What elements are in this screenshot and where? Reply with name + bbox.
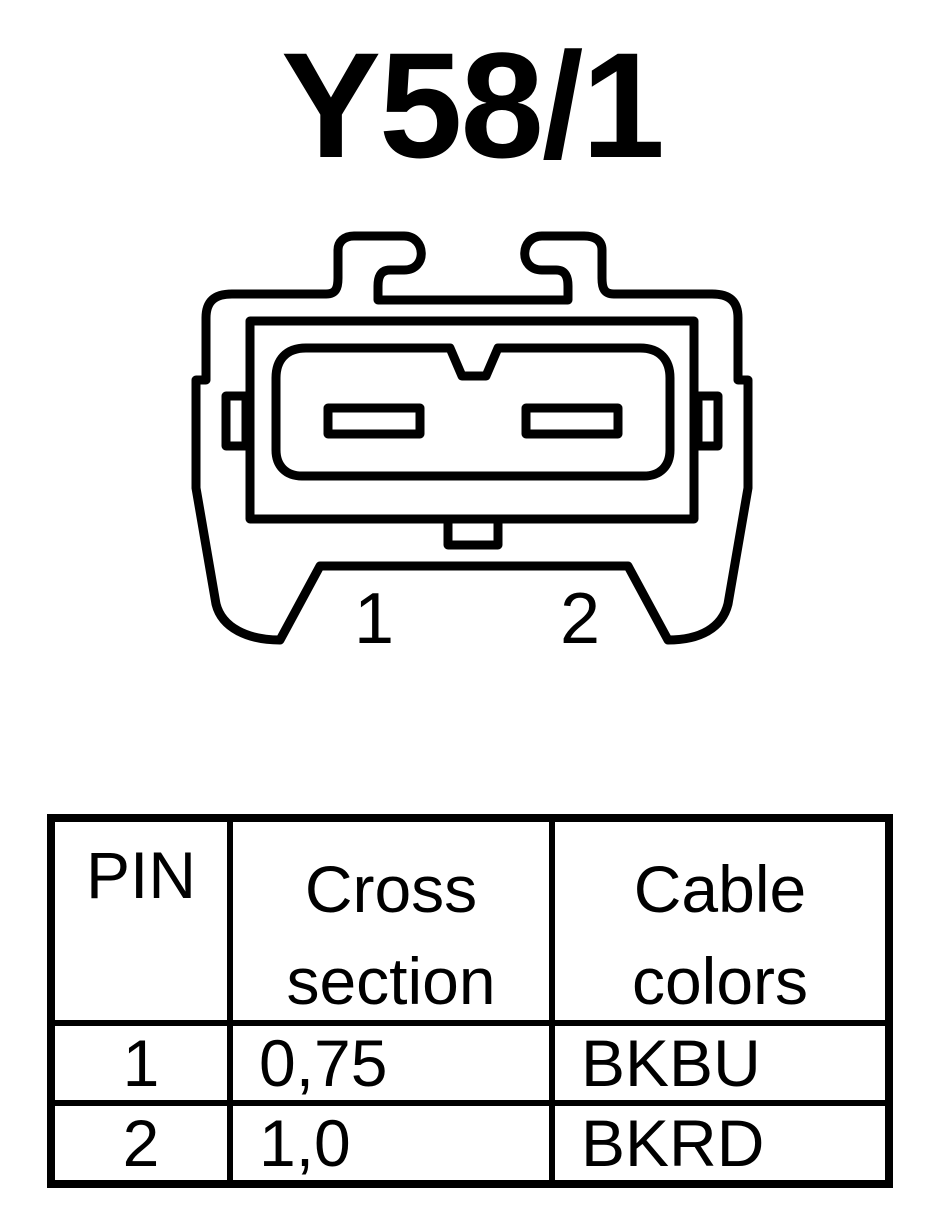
table-row: 1 0,75 BKBU bbox=[48, 1020, 892, 1106]
row-pin: 2 bbox=[48, 1100, 233, 1187]
table-row: 2 1,0 BKRD bbox=[48, 1100, 892, 1187]
connector-diagram: 1 2 bbox=[191, 231, 753, 659]
row-cross-section: 1,0 bbox=[227, 1100, 555, 1187]
connector-housing-outline bbox=[191, 231, 753, 645]
pin-slot-2 bbox=[521, 403, 623, 439]
latch-left bbox=[221, 391, 251, 451]
row-pin: 1 bbox=[48, 1020, 233, 1106]
connector-plug-face bbox=[271, 343, 675, 481]
pin-label-2: 2 bbox=[560, 579, 600, 659]
row-cross-section: 0,75 bbox=[227, 1020, 555, 1106]
connector-title: Y58/1 bbox=[281, 21, 665, 189]
row-cable-color: BKRD bbox=[549, 1100, 892, 1187]
bottom-tab bbox=[443, 514, 503, 550]
header-pin: PIN bbox=[48, 815, 233, 1026]
latch-right bbox=[693, 391, 723, 451]
row-cable-color: BKBU bbox=[549, 1020, 892, 1106]
pin-slot-1 bbox=[323, 403, 425, 439]
pin-label-1: 1 bbox=[354, 579, 394, 659]
